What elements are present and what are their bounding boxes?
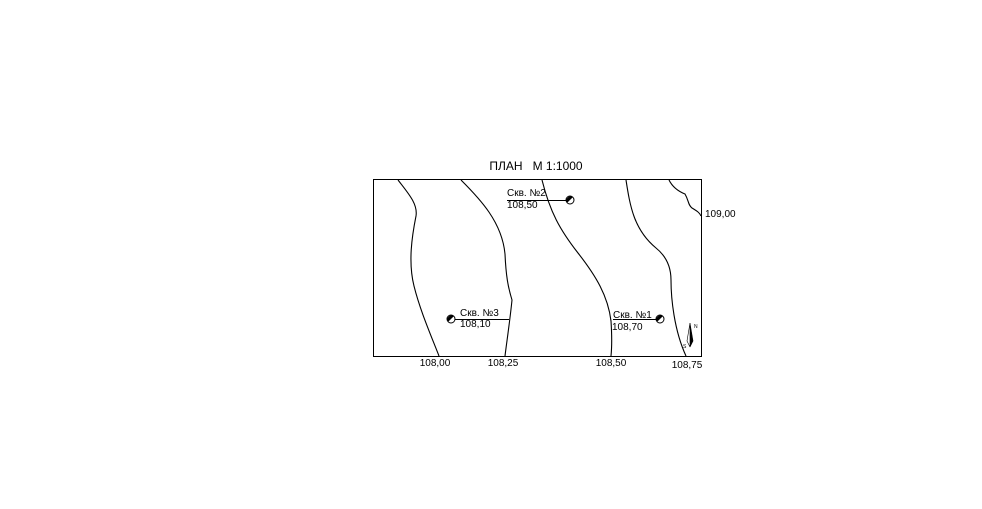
borehole-marker-fill xyxy=(656,315,663,322)
plan-frame xyxy=(373,179,702,357)
contour-label: 108,50 xyxy=(596,358,627,369)
borehole-2: Скв. №2 108,50 xyxy=(507,188,575,211)
borehole-3: Скв. №3 108,10 xyxy=(446,308,509,330)
contour-line-109-00 xyxy=(668,179,702,217)
plan-title: ПЛАН М 1:1000 xyxy=(489,159,583,173)
borehole-elevation: 108,10 xyxy=(460,319,491,330)
contour-label: 109,00 xyxy=(705,209,736,220)
contour-line-108-50 xyxy=(541,179,613,357)
contour-label: 108,75 xyxy=(672,360,703,371)
borehole-name: Скв. №1 xyxy=(613,310,652,321)
borehole-1: Скв. №1 108,70 xyxy=(612,310,665,333)
contour-line-108-25 xyxy=(460,179,513,357)
borehole-elevation: 108,70 xyxy=(612,322,643,333)
contour-label: 108,25 xyxy=(488,358,519,369)
north-arrow-icon: N S xyxy=(683,322,698,350)
borehole-name: Скв. №3 xyxy=(460,308,499,319)
borehole-marker-fill xyxy=(566,196,573,203)
borehole-marker-fill xyxy=(447,315,454,322)
borehole-elevation: 108,50 xyxy=(507,200,538,211)
contour-label: 108,00 xyxy=(420,358,451,369)
borehole-name: Скв. №2 xyxy=(507,188,546,199)
north-label: N xyxy=(694,324,698,330)
contour-line-108-75 xyxy=(625,179,687,357)
south-label: S xyxy=(683,344,687,350)
contour-line-108-00 xyxy=(397,179,440,357)
